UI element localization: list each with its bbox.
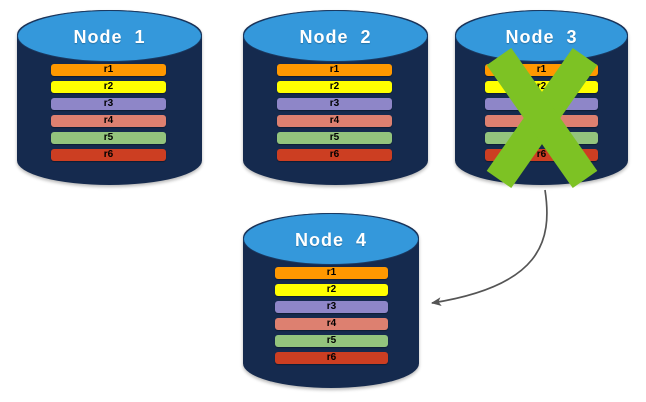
node-1-row-r6[interactable]: r6 xyxy=(51,149,166,161)
node-2-rows: r1 r2 r3 r4 r5 r6 xyxy=(277,64,392,161)
node-2-row-r4[interactable]: r4 xyxy=(277,115,392,127)
node-1-row-r2[interactable]: r2 xyxy=(51,81,166,93)
node-3-rows: r1 r2 r3 r4 r5 r6 xyxy=(485,64,598,161)
node-1[interactable]: Node 1 r1 r2 r3 r4 r5 r6 xyxy=(17,10,202,185)
node-3-row-r5[interactable]: r5 xyxy=(485,132,598,144)
node-2-row-r1[interactable]: r1 xyxy=(277,64,392,76)
node-4-row-r6[interactable]: r6 xyxy=(275,352,388,364)
node-3-row-r6[interactable]: r6 xyxy=(485,149,598,161)
node-3-row-r1[interactable]: r1 xyxy=(485,64,598,76)
node-3-row-r4[interactable]: r4 xyxy=(485,115,598,127)
node-2-row-r2[interactable]: r2 xyxy=(277,81,392,93)
node-2-cylinder-top xyxy=(243,10,428,62)
node-3-title: Node 3 xyxy=(505,27,578,47)
node-3-row-r2[interactable]: r2 xyxy=(485,81,598,93)
node-1-cylinder-top xyxy=(17,10,202,62)
node-4-title: Node 4 xyxy=(294,230,367,250)
node-2-row-r5[interactable]: r5 xyxy=(277,132,392,144)
node3-to-node4-arrow xyxy=(430,189,548,306)
node-2-row-r3[interactable]: r3 xyxy=(277,98,392,110)
node-1-row-r5[interactable]: r5 xyxy=(51,132,166,144)
node-1-rows: r1 r2 r3 r4 r5 r6 xyxy=(51,64,166,161)
node-1-row-r4[interactable]: r4 xyxy=(51,115,166,127)
node-1-row-r1[interactable]: r1 xyxy=(51,64,166,76)
node-3-row-r3[interactable]: r3 xyxy=(485,98,598,110)
node-4-row-r4[interactable]: r4 xyxy=(275,318,388,330)
node-4-row-r1[interactable]: r1 xyxy=(275,267,388,279)
node-4-row-r5[interactable]: r5 xyxy=(275,335,388,347)
node-2-row-r6[interactable]: r6 xyxy=(277,149,392,161)
node-3[interactable]: Node 3 r1 r2 r3 r4 r5 r6 xyxy=(455,10,628,188)
node-2[interactable]: Node 2 r1 r2 r3 r4 r5 r6 xyxy=(243,10,428,185)
node-1-title: Node 1 xyxy=(73,27,146,47)
node-4-row-r3[interactable]: r3 xyxy=(275,301,388,313)
node-4[interactable]: Node 4 r1 r2 r3 r4 r5 r6 xyxy=(243,213,419,388)
node-4-cylinder-top xyxy=(243,213,419,265)
node-4-row-r2[interactable]: r2 xyxy=(275,284,388,296)
node-2-title: Node 2 xyxy=(299,27,372,47)
node-4-rows: r1 r2 r3 r4 r5 r6 xyxy=(275,267,388,364)
node-1-row-r3[interactable]: r3 xyxy=(51,98,166,110)
